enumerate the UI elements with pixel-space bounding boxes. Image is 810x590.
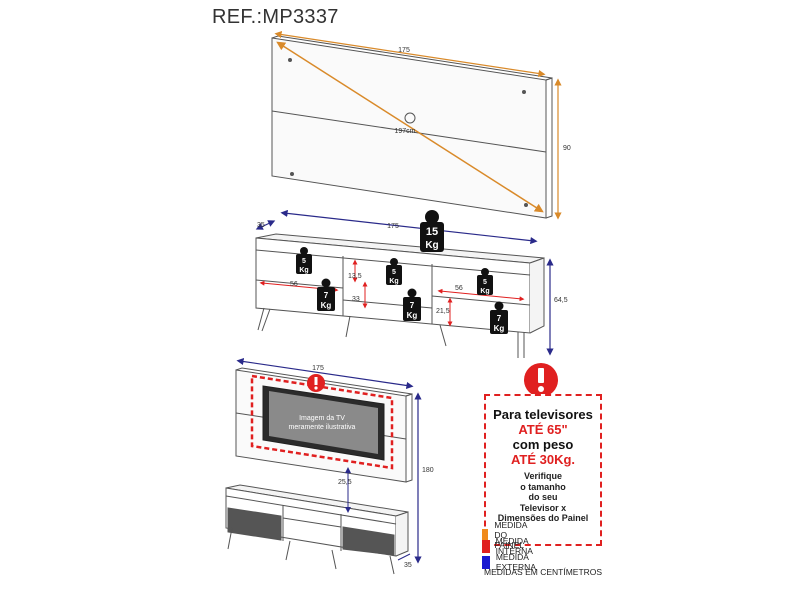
right-lower-height-label: 21,5 (436, 308, 450, 315)
legend-item-internal: MEDIDA INTERNA (482, 536, 538, 556)
assembly-width-line (236, 357, 414, 390)
weight-5kg-left-icon: 5 Kg (296, 247, 312, 274)
assembly-warning-icon (307, 374, 325, 392)
assembly-depth-line (397, 553, 411, 561)
middle-height-label: 33 (352, 296, 360, 303)
svg-text:5: 5 (392, 269, 396, 276)
svg-text:7: 7 (324, 291, 329, 300)
legend-swatch-orange (482, 528, 489, 542)
svg-text:Kg: Kg (321, 301, 332, 310)
legend-item-external: MEDIDA EXTERNA (482, 552, 541, 572)
svg-text:5: 5 (302, 258, 306, 265)
panel-width-label: 175 (398, 47, 410, 54)
weight-5kg-right-icon: 5 Kg (477, 268, 493, 295)
notice-line3: com peso (512, 437, 574, 452)
legend-swatch-blue (482, 555, 490, 569)
notice-small-1: Verifique (523, 471, 562, 481)
svg-text:7: 7 (497, 314, 502, 323)
rack-depth-line (255, 220, 276, 230)
notice-line4: ATÉ 30Kg. (510, 452, 576, 467)
rack-width-line (280, 209, 538, 245)
tv-caption-line2: meramente ilustrativa (289, 424, 356, 431)
svg-text:5: 5 (483, 279, 487, 286)
notice-small-4: Televisor x (519, 502, 567, 513)
rack-width-label: 175 (387, 223, 399, 230)
assembly-height-label: 180 (422, 467, 434, 474)
notice-line2: ATÉ 65" (518, 422, 568, 437)
panel-height-label: 90 (563, 145, 571, 152)
weight-15kg-value: 15 (426, 226, 438, 238)
weight-7kg-middle-icon: 7 Kg (403, 288, 421, 321)
rack-depth-label: 35 (257, 222, 265, 229)
weight-7kg-right-icon: 7 Kg (490, 301, 508, 334)
tv-rack (255, 233, 545, 358)
tv-illustration: Imagem da TV meramente ilustrativa (250, 374, 394, 470)
legend-swatch-red (482, 539, 490, 553)
panel-diagonal-label: 197cm (394, 128, 415, 135)
reference-title: REF.:MP3337 (212, 6, 339, 28)
weight-5kg-middle-icon: 5 Kg (386, 258, 402, 285)
tv-size-notice: Para televisores ATÉ 65" com peso ATÉ 30… (484, 394, 602, 546)
notice-small-3: do seu (528, 492, 558, 502)
legend-footer: MEDIDAS EM CENTÍMETROS (484, 567, 603, 577)
weight-15kg-unit: Kg (425, 240, 438, 251)
assembly-depth-label: 35 (404, 562, 412, 569)
niche-right-width-label: 56 (455, 285, 463, 292)
notice-small-2: o tamanho (520, 481, 566, 492)
notice-warning-icon (524, 363, 558, 397)
tv-caption-line1: Imagem da TV (299, 415, 345, 422)
svg-text:Kg: Kg (299, 267, 308, 274)
notice-small-5: Dimensões do Painel (497, 513, 589, 523)
niche-height-label: 13,5 (348, 273, 362, 280)
svg-text:Kg: Kg (480, 288, 489, 295)
assembly-gap-label: 25,5 (338, 479, 352, 486)
svg-text:Kg: Kg (389, 278, 398, 285)
assembly-width-label: 175 (312, 365, 324, 372)
svg-text:Kg: Kg (494, 324, 505, 333)
notice-line1: Para televisores (493, 407, 593, 422)
svg-text:Kg: Kg (407, 311, 418, 320)
niche-left-width-label: 56 (290, 281, 298, 288)
svg-text:7: 7 (410, 301, 415, 310)
rack-height-label: 64,5 (554, 297, 568, 304)
weight-15kg-icon: 15 Kg (420, 210, 444, 252)
assembly-rack (225, 484, 409, 575)
weight-7kg-left-icon: 7 Kg (317, 278, 335, 311)
panel-width-line (274, 30, 546, 78)
legend-item-panel: MEDIDA DO PAINEL (482, 520, 534, 550)
